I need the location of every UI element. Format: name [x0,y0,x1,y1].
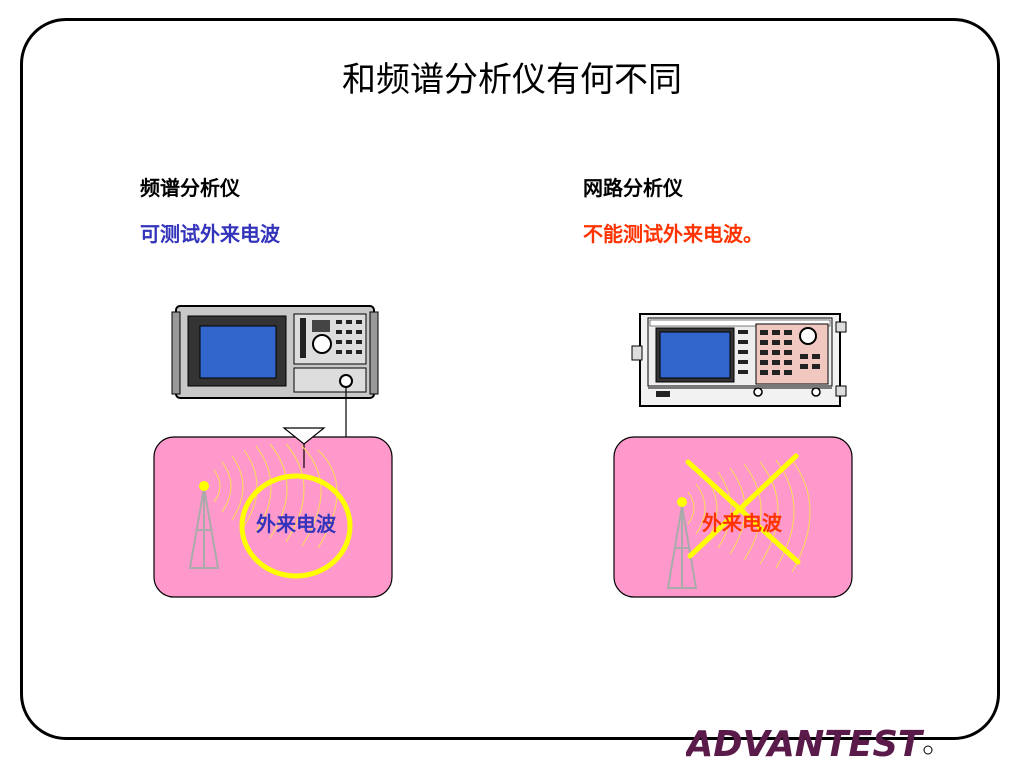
transmitter-tower-icon-left [188,481,220,569]
network-analyzer-device [631,313,847,407]
network-analyzer-desc: 不能测试外来电波。 [583,222,763,246]
spectrum-analyzer-heading: 频谱分析仪 [140,176,240,200]
left-wave-label: 外来电波 [256,512,337,536]
cross-mark-icon [685,453,801,565]
spectrum-analyzer-device [171,305,379,399]
radio-waves-right [687,459,811,573]
slide-frame [20,18,1000,740]
transmitter-tower-icon-right [666,497,698,589]
slide-title: 和频谱分析仪有何不同 [342,60,682,100]
right-wave-label: 外来电波 [702,511,783,535]
radio-waves-left [213,443,338,549]
detection-ring [239,473,353,579]
logo-text: ADVANTEST [686,724,924,762]
left-field-panel [153,436,393,598]
advantest-logo: ADVANTEST [686,724,933,762]
network-analyzer-heading: 网路分析仪 [583,176,683,200]
spectrum-analyzer-desc: 可测试外来电波 [140,222,280,246]
